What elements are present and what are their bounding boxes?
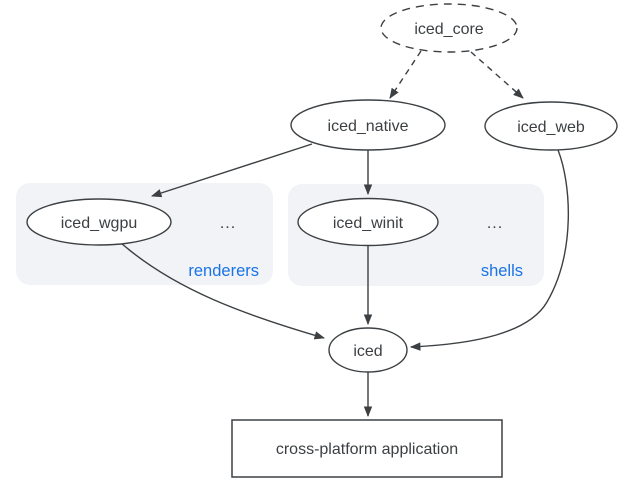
node-iced-native [290,99,446,151]
node-iced-winit [297,197,439,247]
renderers-ellipsis: ... [220,215,236,232]
node-application [231,419,503,478]
shells-group-label: shells [481,262,523,280]
edge-iced-wgpu-to-iced [120,242,326,340]
edge-iced-native-to-iced-wgpu [151,143,313,198]
node-iced-native-label: iced_native [328,118,409,135]
node-iced-wgpu-label: iced_wgpu [61,215,138,232]
node-iced-web [484,101,618,151]
shells-ellipsis: ... [487,215,503,232]
node-iced [328,327,408,373]
node-iced-wgpu [26,198,172,246]
edge-iced-web-to-iced [409,149,570,351]
node-iced-web-label: iced_web [517,119,585,136]
node-iced-core-label: iced_core [414,21,483,38]
edge-iced-core-to-iced-native [389,50,422,99]
node-iced-core [380,3,518,53]
node-iced-label: iced [353,343,382,360]
renderers-group-label: renderers [188,262,259,280]
node-iced-winit-label: iced_winit [333,215,404,232]
edge-iced-core-to-iced-web [470,51,524,99]
node-application-label: cross-platform application [276,441,458,458]
